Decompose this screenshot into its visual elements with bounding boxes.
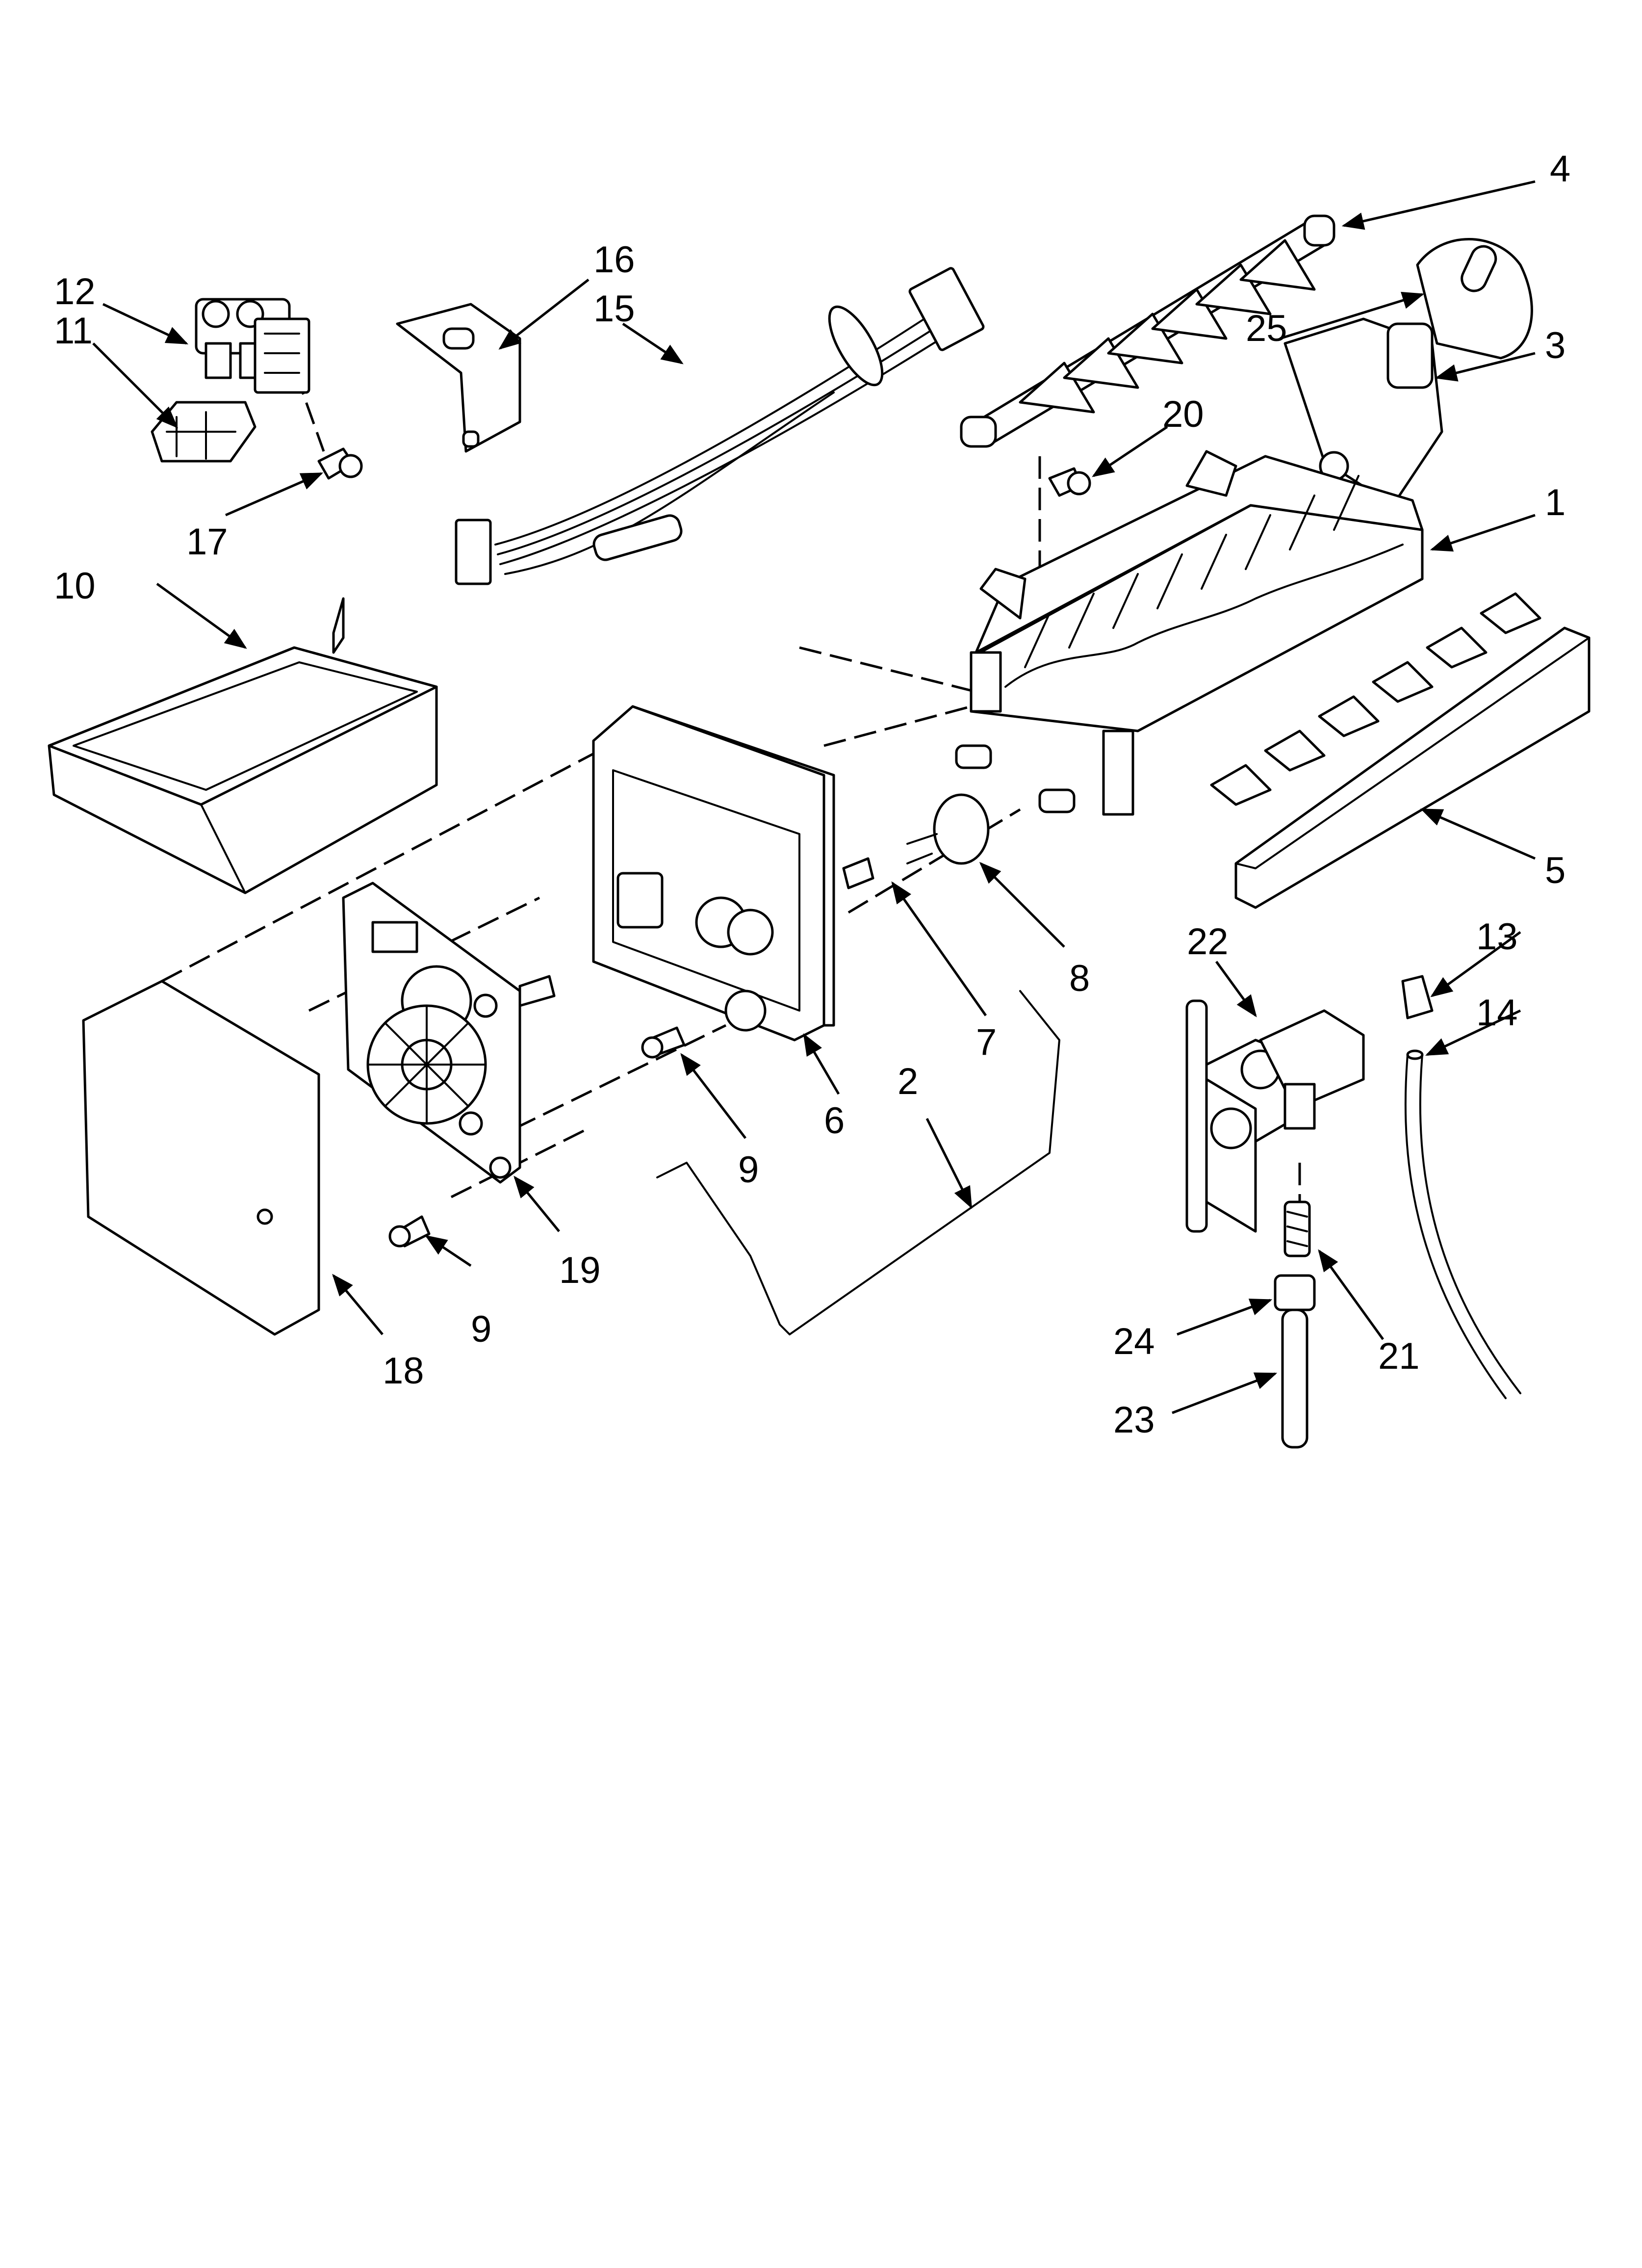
- callout-15: 15: [593, 288, 635, 330]
- callout-17: 17: [186, 521, 228, 563]
- part-20-screw: [1048, 467, 1091, 497]
- part-9-screw-lower: [388, 1215, 431, 1248]
- callout-9-lower: 9: [471, 1308, 491, 1350]
- callout-10: 10: [54, 565, 96, 607]
- part-25-cam: [1416, 238, 1533, 360]
- callout-20: 20: [1162, 393, 1204, 435]
- callout-8: 8: [1069, 958, 1090, 999]
- callout-2: 2: [898, 1061, 918, 1102]
- leader-lines: [92, 180, 1536, 1414]
- callout-3: 3: [1545, 325, 1565, 366]
- callout-19: 19: [559, 1250, 601, 1291]
- callout-labels: 4 12 16 15 11 25 3 20 17 1 10 5 13 22 8 …: [54, 148, 1570, 1441]
- callout-7: 7: [976, 1021, 997, 1063]
- part-13-grommet: [1401, 975, 1434, 1019]
- part-12-water-valve: [195, 298, 310, 394]
- callout-14: 14: [1476, 992, 1518, 1034]
- part-23-tube: [1281, 1308, 1308, 1449]
- part-6-motor-housing: [592, 705, 835, 1042]
- callout-13: 13: [1476, 916, 1518, 958]
- part-21-fitting: [1283, 1200, 1311, 1257]
- callout-16: 16: [593, 239, 635, 281]
- callout-12: 12: [54, 271, 96, 313]
- callout-5: 5: [1545, 850, 1565, 891]
- part-1-ice-mold: [970, 450, 1424, 816]
- heater-pins: [955, 744, 1076, 813]
- callout-9-upper: 9: [738, 1149, 759, 1191]
- part-16-harness-bracket: [396, 303, 521, 453]
- part-2-shutoff-arm: [656, 990, 1060, 1335]
- callout-6: 6: [824, 1100, 845, 1142]
- callout-21: 21: [1378, 1335, 1420, 1377]
- part-4-ejector-shaft: [960, 214, 1335, 448]
- callout-11: 11: [54, 310, 93, 352]
- part-5-stripper: [1210, 592, 1591, 909]
- part-9-screw-upper: [641, 1026, 686, 1059]
- callout-23: 23: [1113, 1399, 1155, 1441]
- part-19-motor-plate: [342, 882, 556, 1184]
- callout-1: 1: [1545, 482, 1565, 523]
- callout-25: 25: [1246, 308, 1287, 349]
- part-24-nut: [1274, 1274, 1316, 1311]
- part-15-wire-harness: [455, 267, 985, 585]
- part-7-connector: [842, 857, 874, 889]
- part-18-front-cover: [82, 980, 320, 1336]
- callout-24: 24: [1113, 1321, 1155, 1362]
- callout-4: 4: [1550, 148, 1570, 190]
- part-3-cam-housing: [1283, 317, 1443, 507]
- part-22-fill-valve: [1185, 999, 1365, 1233]
- callout-22: 22: [1187, 921, 1229, 963]
- part-10-ice-bin: [48, 597, 438, 894]
- part-14-water-tube: [1404, 1049, 1521, 1399]
- part-8-thermostat: [906, 793, 990, 865]
- callout-18: 18: [383, 1350, 424, 1392]
- part-11-valve-bracket: [151, 401, 257, 463]
- part-17-screw: [317, 447, 363, 480]
